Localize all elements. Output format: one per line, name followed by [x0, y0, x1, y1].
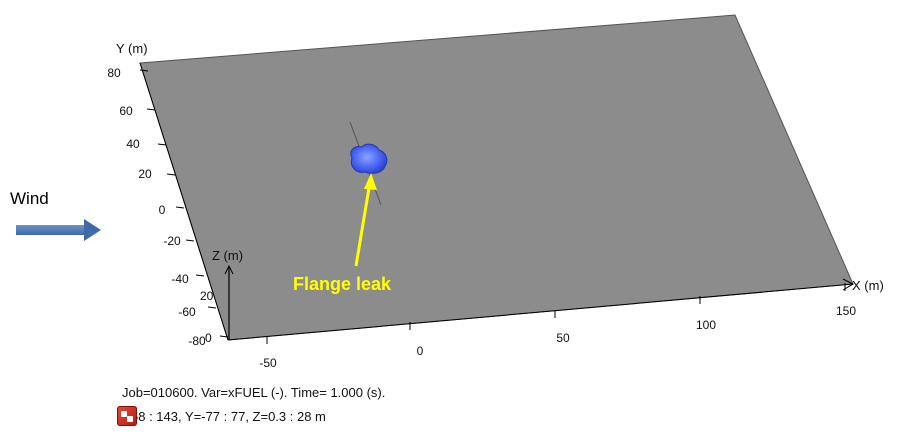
y-tick-label: -80 [188, 334, 206, 348]
z-tick-label: 20 [200, 289, 214, 303]
y-axis-ticks [139, 69, 229, 338]
z-axis-label: Z (m) [212, 248, 243, 263]
y-tick-label: 0 [159, 203, 166, 217]
x-tick-label: 50 [556, 331, 570, 345]
y-tick-label: 40 [126, 137, 140, 151]
y-tick-label: -40 [171, 272, 189, 286]
y-tick-label: -20 [163, 234, 181, 248]
domain-extent-line: 58 : 143, Y=-77 : 77, Z=0.3 : 28 m [131, 409, 326, 424]
wind-arrow-icon [16, 219, 101, 241]
x-axis-arrow-icon [842, 278, 855, 291]
x-tick-label: 100 [696, 318, 716, 332]
y-tick-label: 60 [119, 104, 133, 118]
app-icon[interactable] [117, 406, 137, 426]
z-tick-label: 0 [205, 331, 212, 345]
x-axis-ticks [266, 283, 846, 344]
job-info-line: Job=010600. Var=xFUEL (-). Time= 1.000 (… [122, 385, 386, 400]
x-tick-label: 150 [836, 304, 856, 318]
x-axis-label: X (m) [852, 278, 884, 293]
flange-leak-label: Flange leak [293, 274, 392, 294]
y-tick-label: 20 [138, 167, 152, 181]
x-tick-label: -50 [259, 356, 277, 370]
y-axis-label: Y (m) [116, 41, 148, 56]
gas-cloud [350, 143, 388, 174]
wind-label: Wind [10, 189, 49, 208]
y-axis-line [139, 62, 229, 341]
annotation-arrow-icon [364, 173, 377, 190]
y-tick-label: -60 [178, 305, 196, 319]
ground-plane [139, 14, 854, 341]
x-tick-label: 0 [417, 344, 424, 358]
x-axis-line [227, 283, 854, 341]
y-tick-label: 80 [107, 66, 121, 80]
annotation-arrow-line [354, 181, 372, 267]
